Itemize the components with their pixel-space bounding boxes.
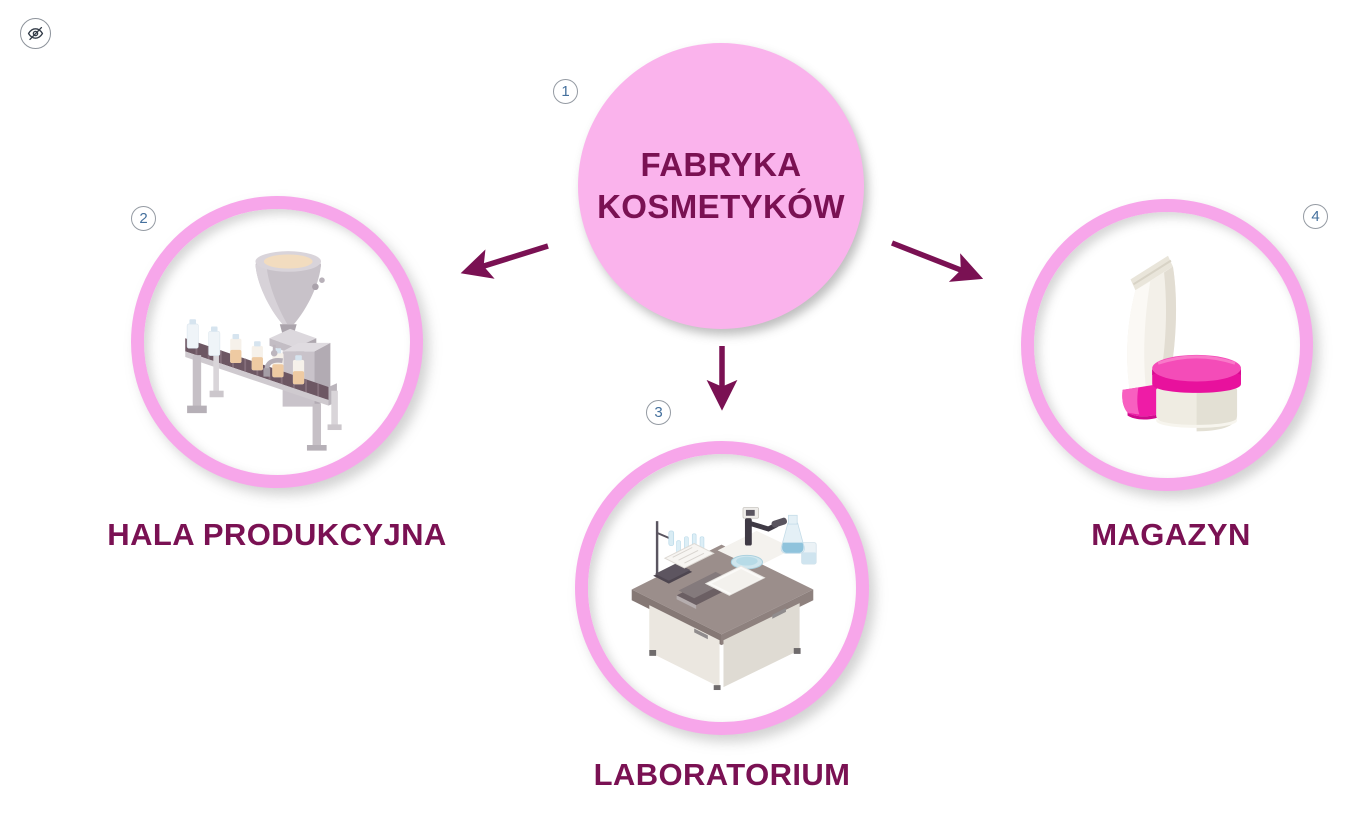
marker-badge-4: 4 <box>1303 204 1328 229</box>
label-hala-produkcyjna: HALA PRODUKCYJNA <box>107 517 447 552</box>
cosmetic-products-icon <box>1122 255 1241 432</box>
arrow-to-hala-produkcyjna <box>460 243 549 279</box>
eye-off-icon <box>27 26 44 41</box>
center-title: FABRYKA KOSMETYKÓW <box>597 146 845 225</box>
marker-badge-1: 1 <box>553 79 578 104</box>
laboratory-bench-icon <box>631 506 817 690</box>
hide-answers-button[interactable] <box>20 18 51 49</box>
node-magazyn[interactable] <box>1021 199 1313 491</box>
marker-badge-2: 2 <box>131 206 156 231</box>
filling-machine-icon <box>185 251 342 451</box>
marker-badge-3: 3 <box>646 400 671 425</box>
node-fabryka-kosmetykow[interactable]: FABRYKA KOSMETYKÓW <box>578 43 864 329</box>
node-laboratorium[interactable] <box>575 441 869 735</box>
node-hala-produkcyjna[interactable] <box>131 196 423 488</box>
label-laboratorium: LABORATORIUM <box>593 757 851 792</box>
label-magazyn: MAGAZYN <box>1091 517 1251 552</box>
arrow-to-magazyn <box>890 240 984 282</box>
test-tube-rack <box>663 533 715 569</box>
